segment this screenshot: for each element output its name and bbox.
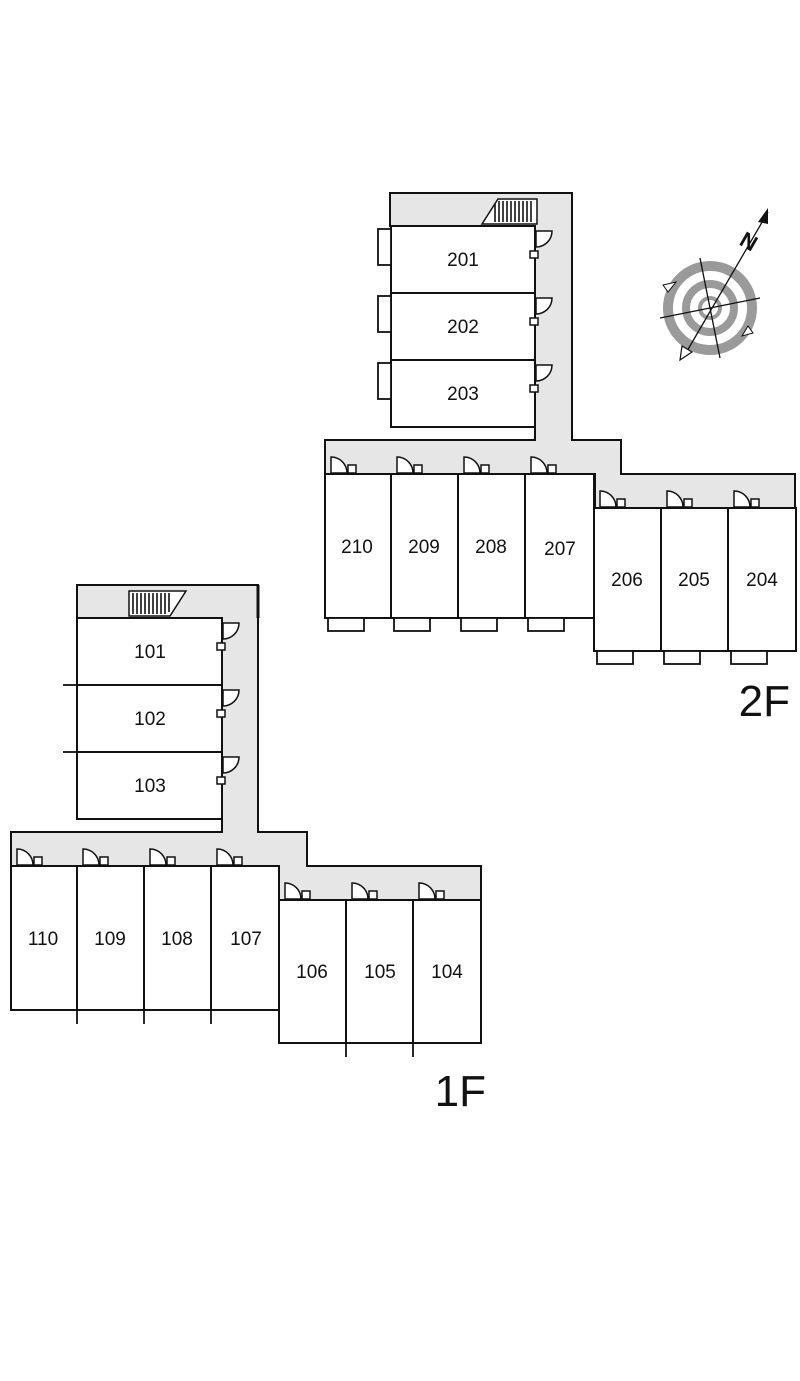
room-label-110: 110 — [28, 929, 58, 950]
floor-label-1f: 1F — [435, 1067, 486, 1116]
room-203 — [390, 359, 536, 428]
room-label-108: 108 — [161, 929, 193, 950]
staircase-1f — [128, 590, 188, 617]
balconies-2f-west — [377, 228, 392, 400]
room-106 — [278, 899, 347, 1044]
room-label-101: 101 — [134, 642, 166, 663]
room-label-210: 210 — [341, 537, 373, 558]
room-label-106: 106 — [296, 962, 328, 983]
room-label-207: 207 — [544, 539, 576, 560]
floor-2f: 201 202 203 204 205 206 207 208 209 210 … — [324, 192, 797, 726]
room-205 — [660, 507, 729, 652]
room-101 — [76, 617, 223, 686]
room-207 — [524, 473, 595, 619]
room-label-208: 208 — [475, 537, 507, 558]
room-110 — [10, 865, 78, 1011]
door-icons-104-110 — [16, 848, 445, 900]
room-201 — [390, 225, 536, 294]
room-label-107: 107 — [230, 929, 262, 950]
compass-icon: N — [659, 208, 769, 362]
room-label-201: 201 — [447, 250, 479, 271]
room-label-203: 203 — [447, 384, 479, 405]
room-label-202: 202 — [447, 317, 479, 338]
ticks-1f-south — [76, 1010, 414, 1057]
door-icons-101-103 — [216, 622, 240, 785]
compass-north-label: N — [736, 227, 762, 257]
door-icons-201-203 — [529, 230, 553, 393]
room-204 — [727, 507, 797, 652]
room-label-209: 209 — [408, 537, 440, 558]
room-label-206: 206 — [611, 570, 643, 591]
room-104 — [412, 899, 482, 1044]
staircase-2f — [480, 198, 538, 225]
door-icons-204-210 — [330, 456, 760, 508]
room-108 — [143, 865, 212, 1011]
ticks-1f-west — [63, 684, 77, 753]
room-label-104: 104 — [431, 962, 463, 983]
floor-label-2f: 2F — [739, 677, 790, 726]
room-label-109: 109 — [94, 929, 126, 950]
room-label-105: 105 — [364, 962, 396, 983]
room-103 — [76, 751, 223, 820]
room-label-205: 205 — [678, 570, 710, 591]
room-label-204: 204 — [746, 570, 778, 591]
room-102 — [76, 684, 223, 753]
room-label-103: 103 — [134, 776, 166, 797]
room-label-102: 102 — [134, 709, 166, 730]
balconies-2f-south — [327, 617, 768, 665]
room-209 — [390, 473, 459, 619]
floor-1f: 101 102 103 104 105 106 107 108 109 110 … — [10, 584, 486, 1116]
